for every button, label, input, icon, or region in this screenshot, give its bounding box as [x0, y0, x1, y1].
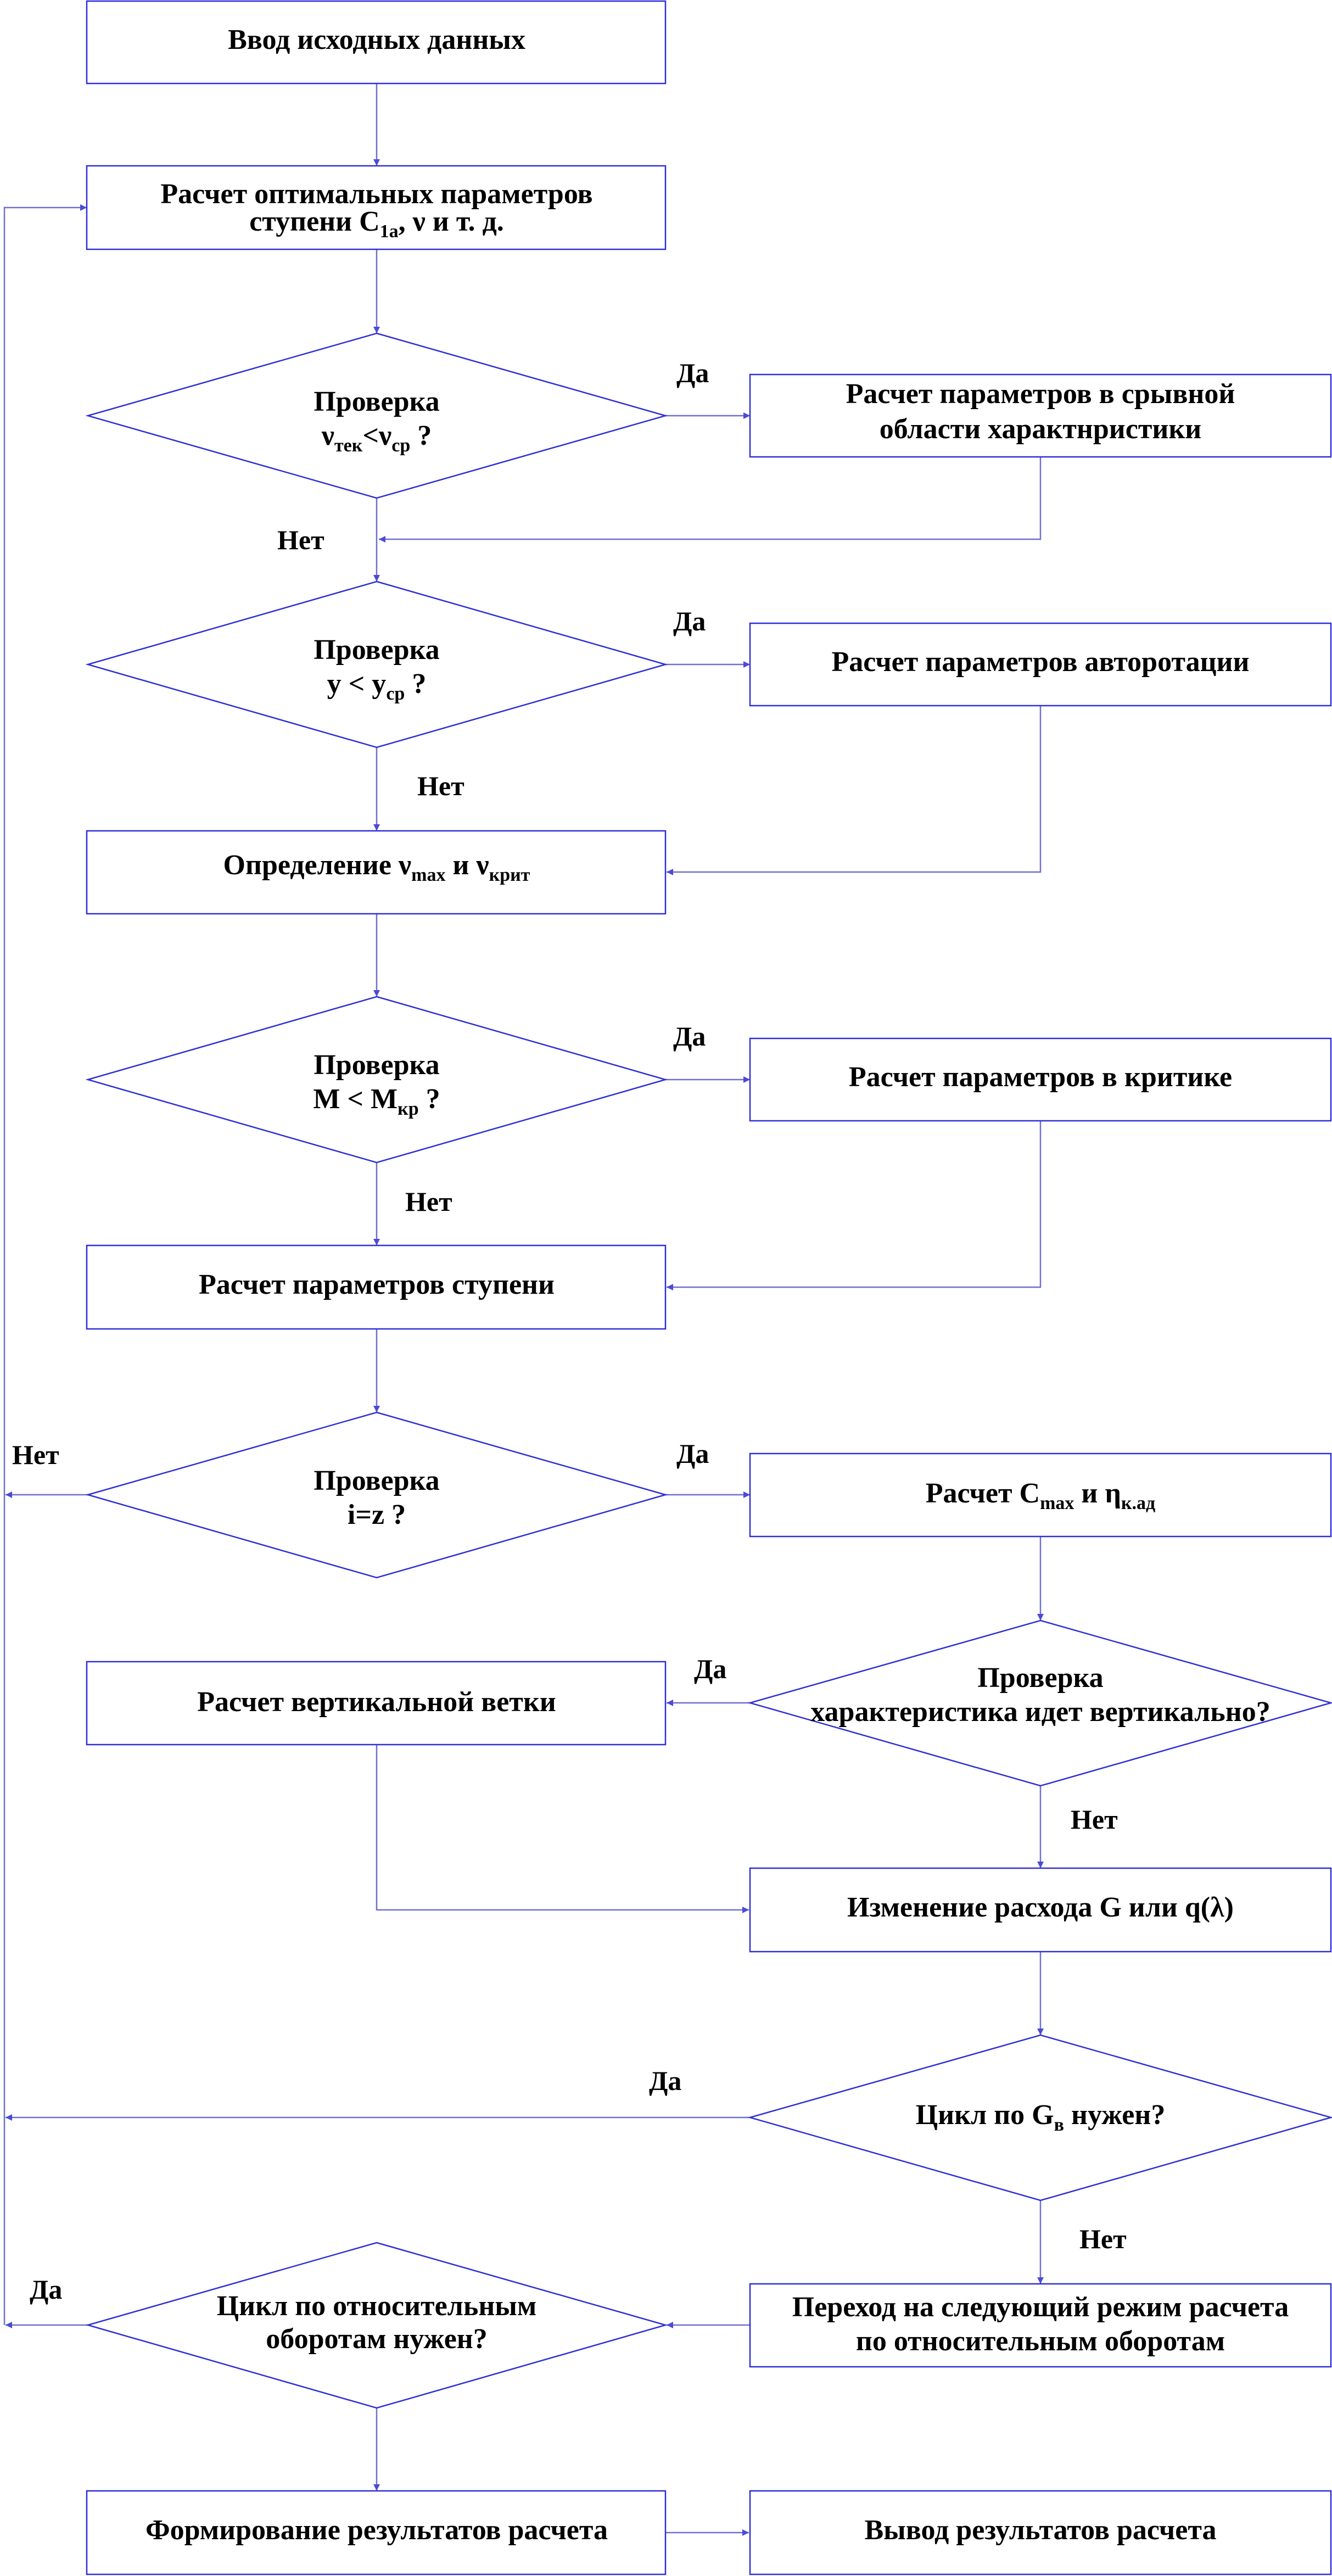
edge-branch-flow [376, 1745, 749, 1913]
edge-return-loop [3, 204, 87, 2325]
node-optimal: Расчет оптимальных параметров ступени C1… [86, 165, 667, 250]
label-no-check-m: Нет [405, 1186, 452, 1217]
decision-check-iz: Проверка i=z ? [85, 1411, 668, 1579]
decision-vertical-check-line2: характеристика идет вертикально? [810, 1696, 1271, 1728]
node-input: Ввод исходных данных [86, 0, 667, 85]
node-flow-change-text: Изменение расхода G или q(λ) [847, 1892, 1234, 1923]
node-cmax-text: Расчет Cmax и ηк.ад [926, 1478, 1155, 1513]
edge-autorotation-return [667, 706, 1042, 875]
node-output-text: Вывод результатов расчета [864, 2514, 1216, 2546]
edge-critical-return [667, 1121, 1042, 1290]
decision-vertical-check-line1: Проверка [977, 1662, 1103, 1694]
decision-check-iz-line2: i=z ? [348, 1499, 406, 1530]
node-input-text: Ввод исходных данных [228, 24, 525, 55]
node-stall-line2: области характнристики [880, 413, 1202, 445]
edge-labels: Да Нет Да Нет Да Нет Да Нет Да Нет Да Не… [12, 357, 1127, 2305]
node-output: Вывод результатов расчета [749, 2490, 1332, 2575]
node-flow-change: Изменение расхода G или q(λ) [749, 1867, 1332, 1953]
decision-check-y: Проверка y < yср ? [85, 580, 668, 748]
decision-loop-rev-line2: оборотам нужен? [266, 2323, 487, 2355]
node-next-mode-line1: Переход на следующий режим расчета [792, 2292, 1289, 2323]
node-vertical-branch-text: Расчет вертикальной ветки [197, 1686, 556, 1718]
decision-check-iz-line1: Проверка [314, 1465, 439, 1496]
decision-check-m-line1: Проверка [314, 1049, 439, 1081]
edge-stall-return [379, 457, 1042, 543]
decision-check-y-line1: Проверка [314, 634, 439, 666]
node-stall: Расчет параметров в срывной области хара… [749, 373, 1332, 458]
node-vertical-branch: Расчет вертикальной ветки [86, 1661, 667, 1746]
node-form-results-text: Формирование результатов расчета [145, 2514, 608, 2546]
decision-check-y-line2: y < yср ? [327, 668, 427, 704]
decision-vertical-check: Проверка характеристика идет вертикально… [747, 1619, 1332, 1787]
decision-loop-g: Цикл по Gв нужен? [747, 2034, 1332, 2201]
node-stage: Расчет параметров ступени [86, 1244, 667, 1330]
node-critical-text: Расчет параметров в критике [849, 1061, 1232, 1093]
node-optimal-line2: ступени C1a, ν и т. д. [249, 206, 504, 242]
label-no-check-nu: Нет [277, 524, 324, 555]
node-next-mode: Переход на следующий режим расчета по от… [749, 2283, 1332, 2368]
label-no-check-y: Нет [417, 770, 464, 801]
decision-check-m: Проверка M < Mкр ? [85, 996, 668, 1164]
decision-loop-rev: Цикл по относительным оборотам нужен? [85, 2242, 668, 2409]
node-stage-text: Расчет параметров ступени [199, 1269, 555, 1300]
label-no-check-iz: Нет [12, 1439, 59, 1470]
node-next-mode-line2: по относительным оборотам [856, 2326, 1225, 2357]
decision-check-nu-line2: νтек<νср ? [321, 420, 432, 456]
decision-check-nu-line1: Проверка [314, 386, 439, 417]
node-form-results: Формирование результатов расчета [86, 2490, 667, 2575]
connectors [3, 83, 1044, 2536]
label-no-loop-g: Нет [1079, 2223, 1127, 2254]
node-optimal-line1: Расчет оптимальных параметров [160, 178, 592, 210]
decision-loop-rev-line1: Цикл по относительным [217, 2290, 537, 2322]
label-yes-vertical: Да [694, 1653, 726, 1684]
decision-check-m-line2: M < Mкр ? [313, 1083, 440, 1119]
node-determine: Определение νmax и νкрит [86, 830, 667, 915]
node-stall-line1: Расчет параметров в срывной [846, 378, 1235, 410]
node-autorotation: Расчет параметров авторотации [749, 622, 1332, 707]
node-autorotation-text: Расчет параметров авторотации [832, 646, 1250, 678]
label-yes-check-y: Да [673, 606, 706, 636]
label-yes-loop-g: Да [649, 2065, 681, 2096]
label-yes-check-m: Да [673, 1021, 706, 1052]
decision-loop-g-text: Цикл по Gв нужен? [916, 2099, 1166, 2135]
decision-check-nu: Проверка νтек<νср ? [85, 332, 668, 499]
node-determine-text: Определение νmax и νкрит [223, 850, 530, 885]
label-no-vertical: Нет [1071, 1804, 1118, 1835]
node-cmax: Расчет Cmax и ηк.ад [749, 1452, 1332, 1538]
node-critical: Расчет параметров в критике [749, 1037, 1332, 1122]
label-yes-check-iz: Да [676, 1438, 709, 1469]
label-yes-check-nu: Да [676, 357, 709, 388]
label-yes-loop-rev: Да [30, 2274, 62, 2305]
